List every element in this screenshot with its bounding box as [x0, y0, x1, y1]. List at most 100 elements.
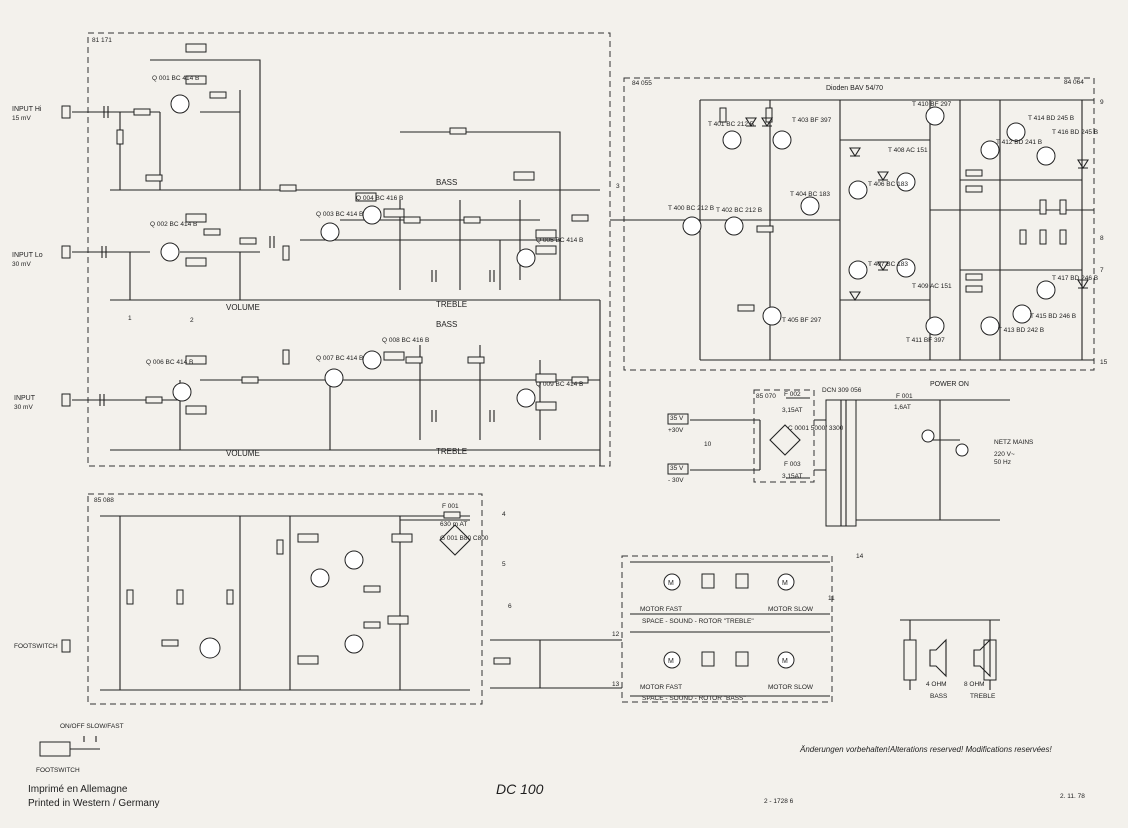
- rotor-treble-label: SPACE - SOUND - ROTOR "TREBLE": [642, 618, 754, 625]
- fuse-f003: F 003: [784, 461, 801, 468]
- label-q001: Q 001 BC 414 B: [152, 75, 199, 82]
- board-label-preamp: 81 171: [92, 37, 112, 44]
- power-on-label: POWER ON: [930, 381, 969, 388]
- fuse-f002: F 002: [784, 391, 801, 398]
- control-board: [100, 511, 471, 691]
- motor-fast-label-2: MOTOR FAST: [640, 684, 682, 691]
- label-t405: T 405 BF 297: [782, 317, 822, 324]
- mains-label: NETZ MAINS: [994, 439, 1034, 446]
- motor-slow-label-1: MOTOR SLOW: [768, 606, 814, 613]
- rotor-section: M M M M: [490, 561, 830, 697]
- rectifier-label: G 001 B80 C800: [440, 535, 489, 542]
- node-2: 2: [190, 317, 194, 324]
- node-1: 1: [128, 315, 132, 322]
- board-poweramp-outline: [623, 77, 1095, 371]
- board-label-control: 85 088: [94, 497, 114, 504]
- board-rotor-outline: [621, 555, 833, 703]
- speaker-treble-impedance: 8 OHM: [964, 681, 985, 688]
- board-control-outline: [87, 493, 483, 705]
- speaker-treble-label: TREBLE: [970, 693, 996, 700]
- label-q003: Q 003 BC 414 B: [316, 211, 363, 218]
- input-3-wires: [72, 345, 560, 450]
- preamp-transistor-labels: Q 001 BC 414 B Q 002 BC 414 B Q 003 BC 4…: [146, 75, 583, 388]
- label-q008: Q 008 BC 416 B: [382, 337, 429, 344]
- board-label-poweramp: 84 055: [632, 80, 652, 87]
- label-q004: Q 004 BC 416 B: [356, 195, 403, 202]
- input-3-level: 30 mV: [14, 404, 33, 411]
- poweramp-frame-wires: [610, 99, 1094, 361]
- label-q007: Q 007 BC 414 B: [316, 355, 363, 362]
- node-9: 9: [1100, 99, 1104, 106]
- power-supply: [667, 397, 1010, 527]
- node-7: 7: [1100, 267, 1104, 274]
- transformer-label: DCN 309 056: [822, 387, 862, 394]
- poweramp-resistors: [719, 107, 1067, 312]
- label-t407: T 407 BC 183: [868, 261, 908, 268]
- label-t400: T 400 BC 212 B: [668, 205, 714, 212]
- label-q002: Q 002 BC 414 B: [150, 221, 197, 228]
- speaker-bass-icon: [929, 638, 947, 678]
- input-hi-level: 15 mV: [12, 115, 31, 122]
- node-10: 10: [704, 441, 712, 448]
- input-3-label: INPUT: [14, 395, 36, 402]
- board-preamp-outline: [87, 32, 611, 467]
- node-11: 11: [828, 595, 835, 602]
- motor-fast-label-1: MOTOR FAST: [640, 606, 682, 613]
- main-capacitor-label: C 0001 5000/ 3300: [788, 425, 844, 432]
- fuse-f002-value: 3,15AT: [782, 407, 803, 414]
- volume-label-2: VOLUME: [226, 449, 260, 458]
- label-t410: T 410 BF 297: [912, 101, 952, 108]
- footswitch-plug: [39, 736, 100, 757]
- preamp-feedback-line: [400, 131, 561, 190]
- preamp-resistors: [116, 91, 589, 404]
- input-lo-wires: [72, 239, 560, 300]
- modifications-notice: Änderungen vorbehalten!Alterations reser…: [799, 745, 1052, 754]
- label-q006: Q 006 BC 414 B: [146, 359, 193, 366]
- node-4: 4: [502, 511, 506, 518]
- footer-line-2: Printed in Western / Germany: [28, 798, 160, 809]
- label-t412: T 412 BD 241 B: [996, 139, 1042, 146]
- mains-frequency: 50 Hz: [994, 459, 1011, 466]
- supply-plus-level: +30V: [668, 427, 684, 434]
- label-t402: T 402 BC 212 B: [716, 207, 762, 214]
- node-6: 6: [508, 603, 512, 610]
- tone-stack-1-wires: [340, 200, 540, 290]
- label-q009: Q 009 BC 414 B: [536, 381, 583, 388]
- input-jacks: [61, 105, 71, 653]
- label-t401: T 401 BC 212 B: [708, 121, 754, 128]
- node-15: 15: [1100, 359, 1108, 366]
- node-8: 8: [1100, 235, 1104, 242]
- poweramp-horizontal-wires: [700, 139, 1094, 301]
- motor-symbol-1: M: [668, 580, 674, 587]
- supply-minus-level: - 30V: [668, 477, 684, 484]
- preamp-capacitors: [99, 106, 495, 422]
- poweramp-transistors: [682, 106, 1056, 336]
- volume-label-1: VOLUME: [226, 303, 260, 312]
- mains-voltage: 220 V~: [994, 451, 1015, 458]
- node-13: 13: [612, 681, 620, 688]
- drawing-date: 2. 11. 78: [1060, 793, 1085, 800]
- poweramp-diodes: [745, 117, 1089, 302]
- node-14: 14: [856, 553, 864, 560]
- supply-plus-voltage: 35 V: [670, 415, 684, 422]
- preamp-supply-line: [150, 59, 261, 190]
- input-hi-label: INPUT Hi: [12, 106, 42, 113]
- diodes-note: Dioden BAV 54/70: [826, 85, 883, 92]
- label-t417: T 417 BD 246 B: [1052, 275, 1098, 282]
- supply-minus-voltage: 35 V: [670, 465, 684, 472]
- fuse-mains-value: 1,6AT: [894, 404, 911, 411]
- node-5: 5: [502, 561, 506, 568]
- node-12: 12: [612, 631, 620, 638]
- input-hi-wires: [72, 90, 241, 190]
- label-t404: T 404 BC 183: [790, 191, 830, 198]
- input-lo-level: 30 mV: [12, 261, 31, 268]
- speaker-treble-icon: [973, 638, 991, 678]
- model-name: DC 100: [496, 781, 544, 797]
- label-t409: T 409 AC 151: [912, 283, 952, 290]
- treble-label-1: TREBLE: [436, 300, 467, 309]
- label-t415: T 415 BD 246 B: [1030, 313, 1076, 320]
- poweramp-transistor-labels: T 400 BC 212 B T 401 BC 212 B T 402 BC 2…: [668, 101, 1098, 344]
- label-q005: Q 005 BC 414 B: [536, 237, 583, 244]
